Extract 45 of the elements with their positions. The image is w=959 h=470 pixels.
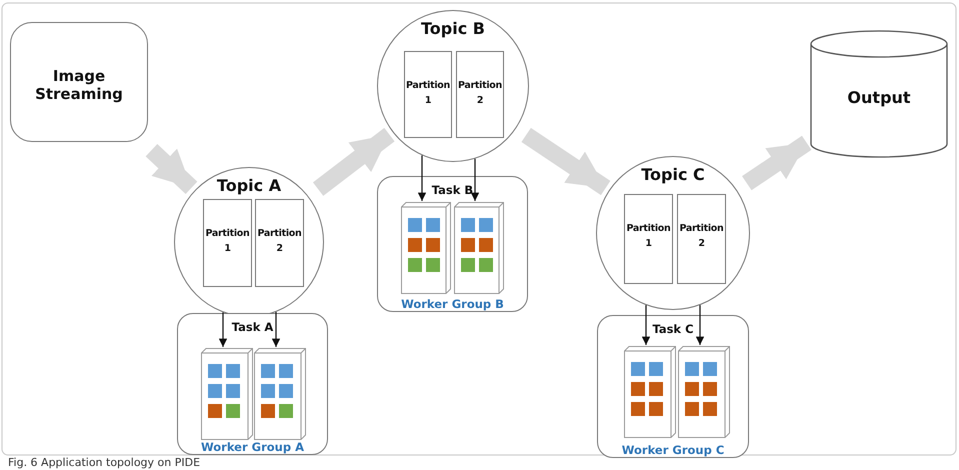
arrow (696, 305, 704, 345)
arrow (470, 158, 480, 201)
flow-arrow (312, 128, 395, 196)
figure-caption: Fig. 6 Application topology on PIDE (8, 456, 200, 469)
partition-box (677, 194, 726, 284)
partition-label: Partition 2 (458, 79, 502, 108)
worker-box (624, 346, 676, 438)
worker-group-box (597, 315, 749, 458)
partition-box (255, 199, 304, 287)
task-label: Task A (232, 320, 274, 334)
worker-box (401, 202, 451, 294)
output-cylinder (810, 30, 948, 158)
topic-title: Topic A (216, 176, 282, 195)
partition-label: Partition 2 (257, 227, 302, 256)
arrow (642, 305, 650, 345)
process-box (10, 22, 148, 142)
group-label: Worker Group C (620, 443, 726, 457)
worker-group-box (177, 313, 328, 455)
worker-group-box (377, 176, 528, 312)
group-label: Worker Group B (400, 297, 505, 311)
partition-label: Partition 2 (679, 222, 724, 251)
worker-box (254, 348, 306, 440)
partition-box (624, 194, 673, 284)
partition-label: Partition 1 (406, 79, 450, 108)
partition-box (456, 51, 504, 138)
partition-label: Partition 1 (626, 222, 671, 251)
worker-box (454, 202, 504, 294)
worker-box (678, 346, 730, 438)
task-label: Task B (432, 183, 474, 197)
node-label: Image Streaming (34, 67, 124, 103)
flow-arrow (146, 144, 198, 194)
topic-title: Topic C (640, 165, 706, 184)
flow-arrow (742, 136, 812, 190)
partition-box (203, 199, 252, 287)
worker-box (201, 348, 253, 440)
topic-title: Topic B (420, 19, 486, 38)
task-label: Task C (652, 322, 694, 336)
partition-label: Partition 1 (205, 227, 250, 256)
flow-arrow (521, 128, 610, 196)
arrow (272, 312, 280, 347)
arrow (218, 312, 228, 347)
group-label: Worker Group A (200, 440, 305, 454)
node-label: Output (846, 88, 912, 107)
partition-box (404, 51, 452, 138)
arrow (418, 155, 426, 201)
